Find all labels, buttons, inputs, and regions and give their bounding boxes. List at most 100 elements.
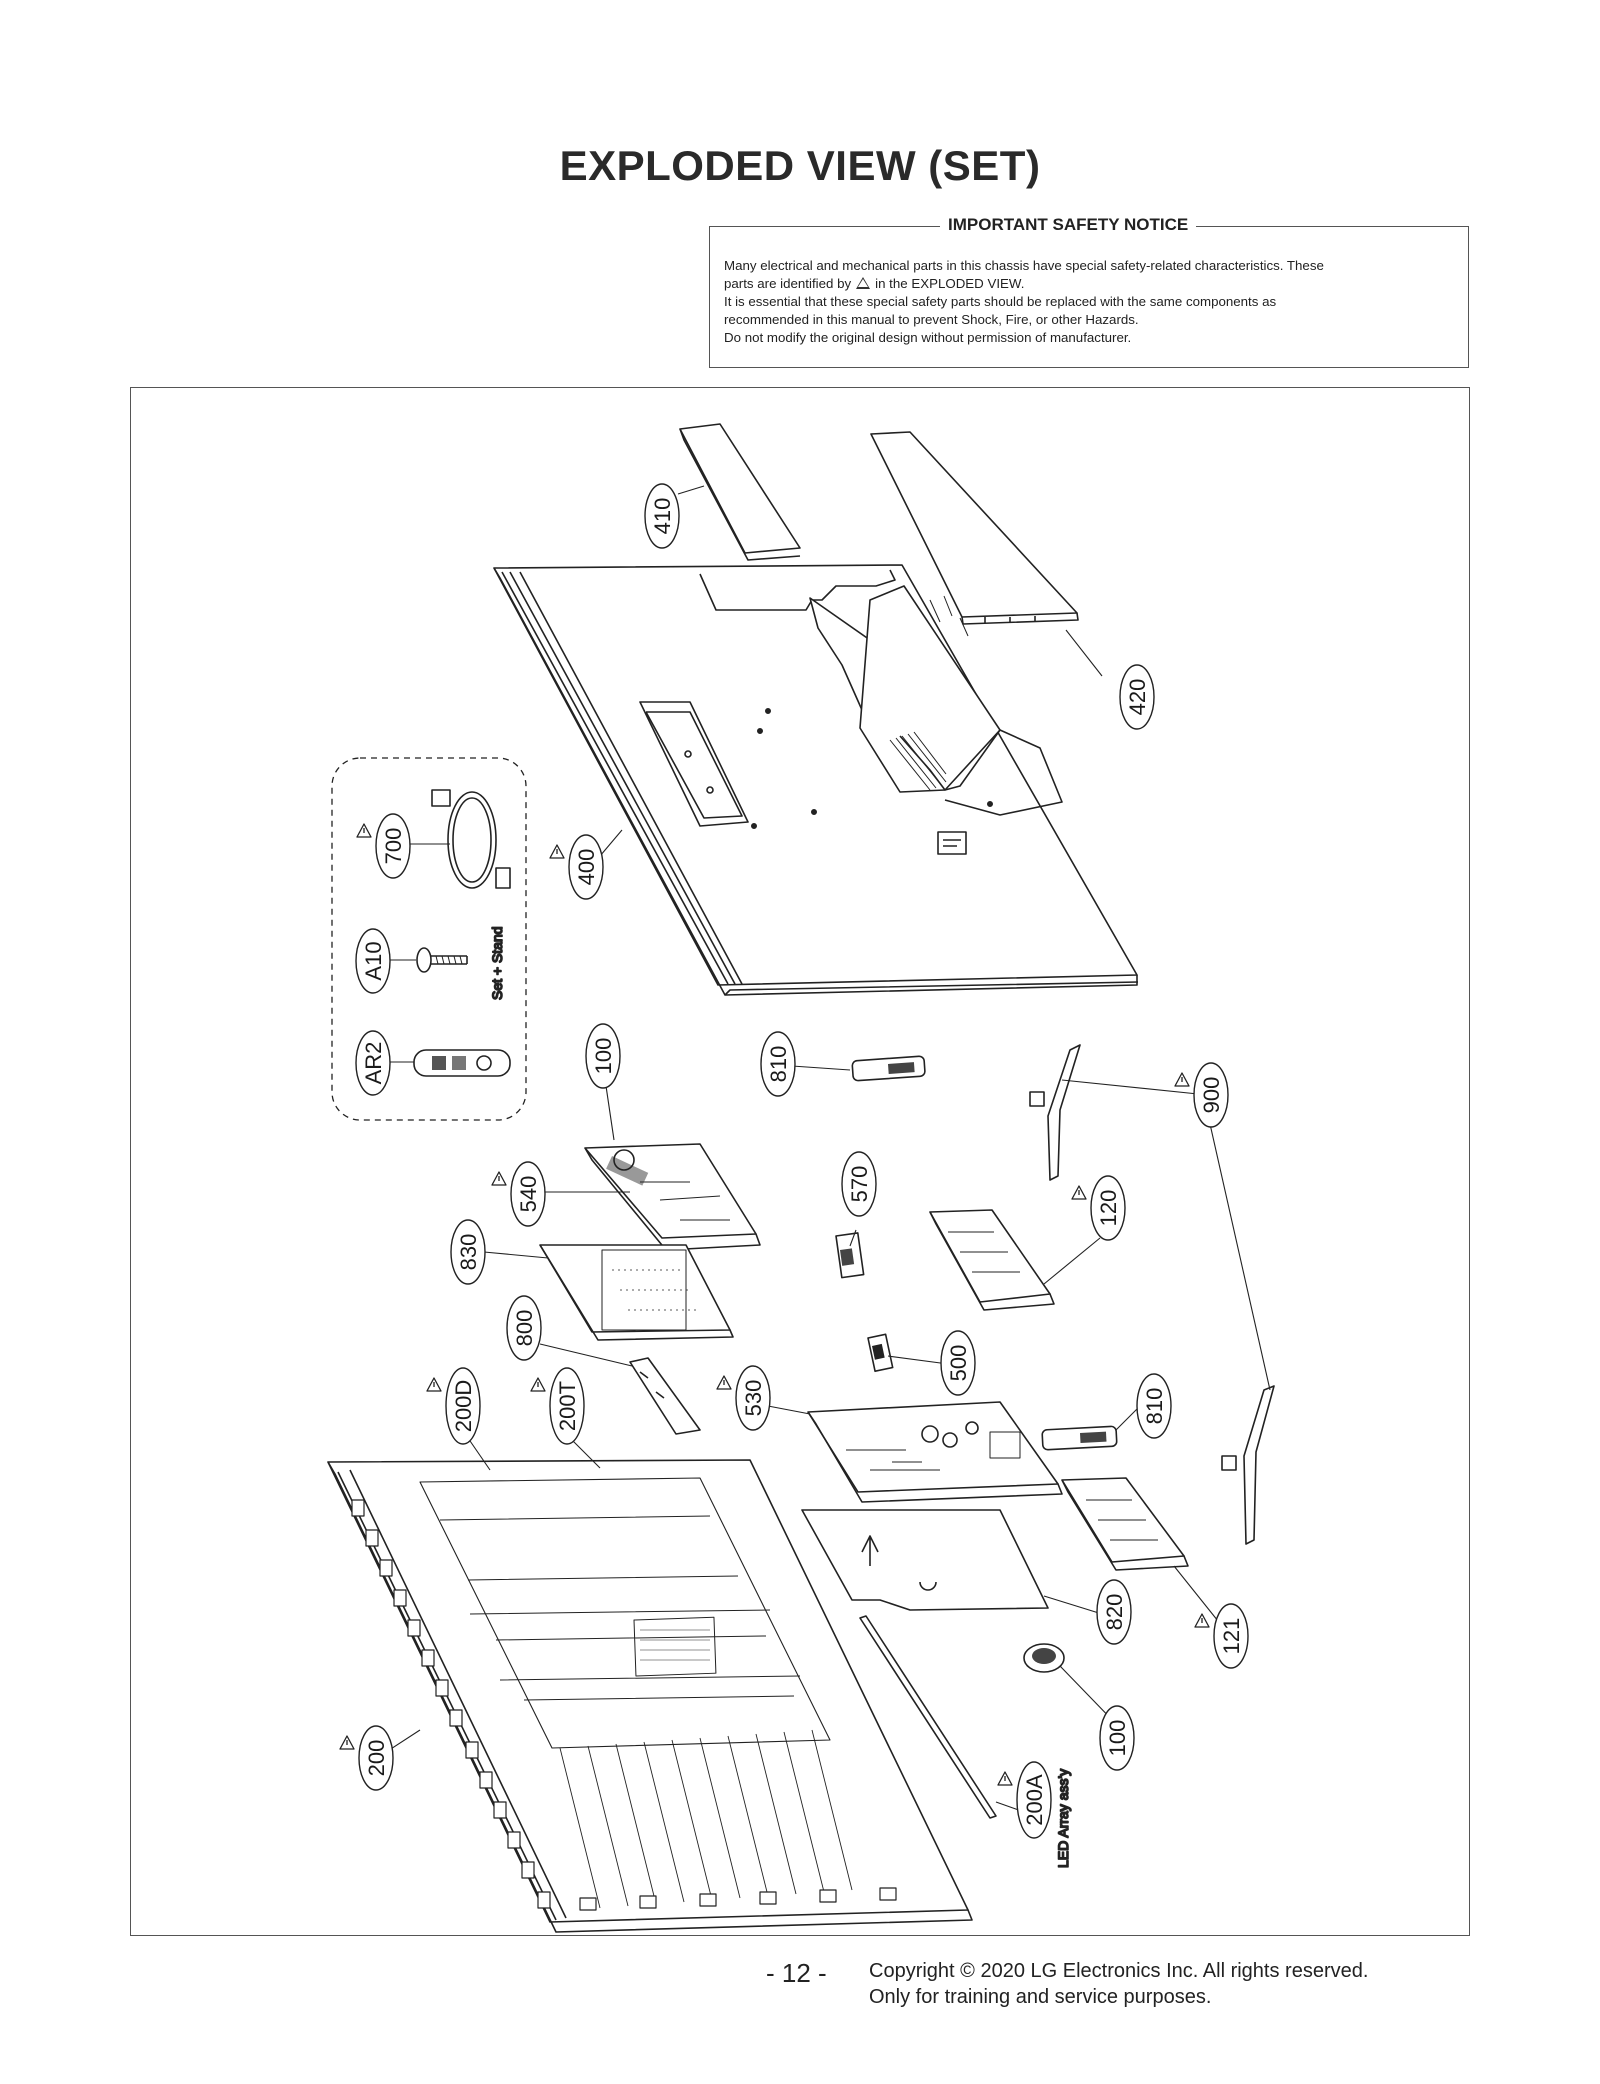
callout-500: 500 xyxy=(940,1330,976,1396)
callout-bubble xyxy=(445,1367,481,1445)
notice-line: It is essential that these special safet… xyxy=(724,294,1277,309)
part-820-drawing xyxy=(801,1509,1049,1611)
callout-number: 100 xyxy=(591,1038,616,1075)
part-120-drawing xyxy=(929,1209,1055,1311)
purpose-line: Only for training and service purposes. xyxy=(869,1986,1212,2008)
callout-bubble xyxy=(375,813,411,879)
warning-triangle-icon xyxy=(339,1735,355,1750)
safety-notice-body: Many electrical and mechanical parts in … xyxy=(724,257,1454,347)
warning-triangle-icon xyxy=(1174,1072,1190,1087)
warning-triangle-icon xyxy=(716,1375,732,1390)
callout-bubble xyxy=(450,1219,486,1285)
callout-bubble xyxy=(1193,1062,1229,1128)
callout-number: 800 xyxy=(512,1310,537,1347)
callout-number: AR2 xyxy=(361,1042,386,1085)
part-530-drawing xyxy=(807,1401,1063,1503)
callout-bubble xyxy=(1136,1373,1172,1439)
callout-200A: 200A xyxy=(1016,1761,1052,1839)
warning-triangle-icon xyxy=(1194,1613,1210,1628)
callout-830: 830 xyxy=(450,1219,486,1285)
warning-triangle-icon xyxy=(426,1377,442,1392)
part-830-shield-drawing xyxy=(539,1244,734,1341)
callout-bubble xyxy=(940,1330,976,1396)
warning-triangle-icon xyxy=(356,823,372,838)
copyright-line: Copyright © 2020 LG Electronics Inc. All… xyxy=(869,1960,1369,1982)
callout-number: 900 xyxy=(1199,1077,1224,1114)
callout-800: 800 xyxy=(506,1295,542,1361)
callout-number: 200A xyxy=(1022,1774,1047,1826)
warning-triangle-icon xyxy=(549,844,565,859)
notice-line: Many electrical and mechanical parts in … xyxy=(724,258,1324,273)
page-title: EXPLODED VIEW (SET) xyxy=(559,142,1041,189)
callout-bubble xyxy=(760,1031,796,1097)
part-121-drawing xyxy=(1061,1477,1189,1571)
callout-number: 700 xyxy=(381,828,406,865)
callout-number: 410 xyxy=(650,498,675,535)
callout-bubble xyxy=(549,1367,585,1445)
callout-bubble xyxy=(568,834,604,900)
callout-bubble xyxy=(1090,1175,1126,1241)
callout-number: 121 xyxy=(1219,1618,1244,1655)
callout-number: 200D xyxy=(451,1380,476,1433)
callout-700: 700 xyxy=(375,813,411,879)
part-500-drawing xyxy=(867,1333,894,1373)
part-810-upper-drawing xyxy=(851,1055,926,1082)
callout-bubble xyxy=(1096,1579,1132,1645)
callout-number: A10 xyxy=(361,941,386,980)
callout-100: 100 xyxy=(585,1023,621,1089)
warning-triangle-icon xyxy=(856,277,871,289)
warning-triangle-icon xyxy=(530,1377,546,1392)
callout-AR2: AR2 xyxy=(355,1030,391,1096)
safety-notice-heading: IMPORTANT SAFETY NOTICE xyxy=(940,215,1197,235)
notice-line-part: in the EXPLODED VIEW. xyxy=(875,276,1025,291)
callout-810: 810 xyxy=(1136,1373,1172,1439)
callout-200: 200 xyxy=(358,1725,394,1791)
callout-bubble xyxy=(358,1725,394,1791)
callout-number: 200 xyxy=(364,1740,389,1777)
label-set-stand: Set + Stand xyxy=(489,926,505,1000)
callout-bubble xyxy=(355,1030,391,1096)
callout-number: 200T xyxy=(555,1381,580,1431)
callout-number: 500 xyxy=(946,1345,971,1382)
notice-line-part: parts are identified by xyxy=(724,276,852,291)
page-number: - 12 - xyxy=(766,1958,827,1988)
callout-number: 420 xyxy=(1125,679,1150,716)
callout-bubble xyxy=(1016,1761,1052,1839)
callout-100: 100 xyxy=(1099,1705,1135,1771)
callout-810: 810 xyxy=(760,1031,796,1097)
callout-420: 420 xyxy=(1119,664,1155,730)
callout-number: 540 xyxy=(516,1176,541,1213)
warning-triangle-icon xyxy=(491,1171,507,1186)
callout-number: 120 xyxy=(1096,1190,1121,1227)
callout-A10: A10 xyxy=(355,928,391,994)
callout-bubble xyxy=(841,1151,877,1217)
callout-121: 121 xyxy=(1213,1603,1249,1669)
part-100-speaker-drawing xyxy=(1023,1643,1065,1673)
callout-number: 100 xyxy=(1105,1720,1130,1757)
part-420-drawing xyxy=(870,431,1079,625)
callout-bubble xyxy=(510,1161,546,1227)
part-570-drawing xyxy=(835,1232,865,1279)
leader-lines xyxy=(379,485,1271,1815)
notice-line: parts are identified by in the EXPLODED V… xyxy=(724,275,1454,293)
warning-triangles xyxy=(339,823,1210,1786)
callout-570: 570 xyxy=(841,1151,877,1217)
callout-number: 810 xyxy=(1142,1388,1167,1425)
part-200A-led-bar-drawing xyxy=(859,1615,997,1819)
warning-triangle-icon xyxy=(997,1771,1013,1786)
callout-bubble xyxy=(1213,1603,1249,1669)
label-led-array: LED Array ass'y xyxy=(1055,1769,1071,1868)
part-900-stand-drawing xyxy=(1029,1044,1275,1545)
callout-bubble xyxy=(355,928,391,994)
callout-bubble xyxy=(644,483,680,549)
part-200-front-set-drawing xyxy=(327,1459,973,1933)
callout-530: 530 xyxy=(735,1365,771,1431)
callout-number: 570 xyxy=(847,1166,872,1203)
callout-120: 120 xyxy=(1090,1175,1126,1241)
callout-bubble xyxy=(1119,664,1155,730)
part-810-lower-drawing xyxy=(1041,1425,1118,1451)
notice-line: Do not modify the original design withou… xyxy=(724,330,1132,345)
part-400-drawing xyxy=(493,564,1139,996)
callout-820: 820 xyxy=(1096,1579,1132,1645)
